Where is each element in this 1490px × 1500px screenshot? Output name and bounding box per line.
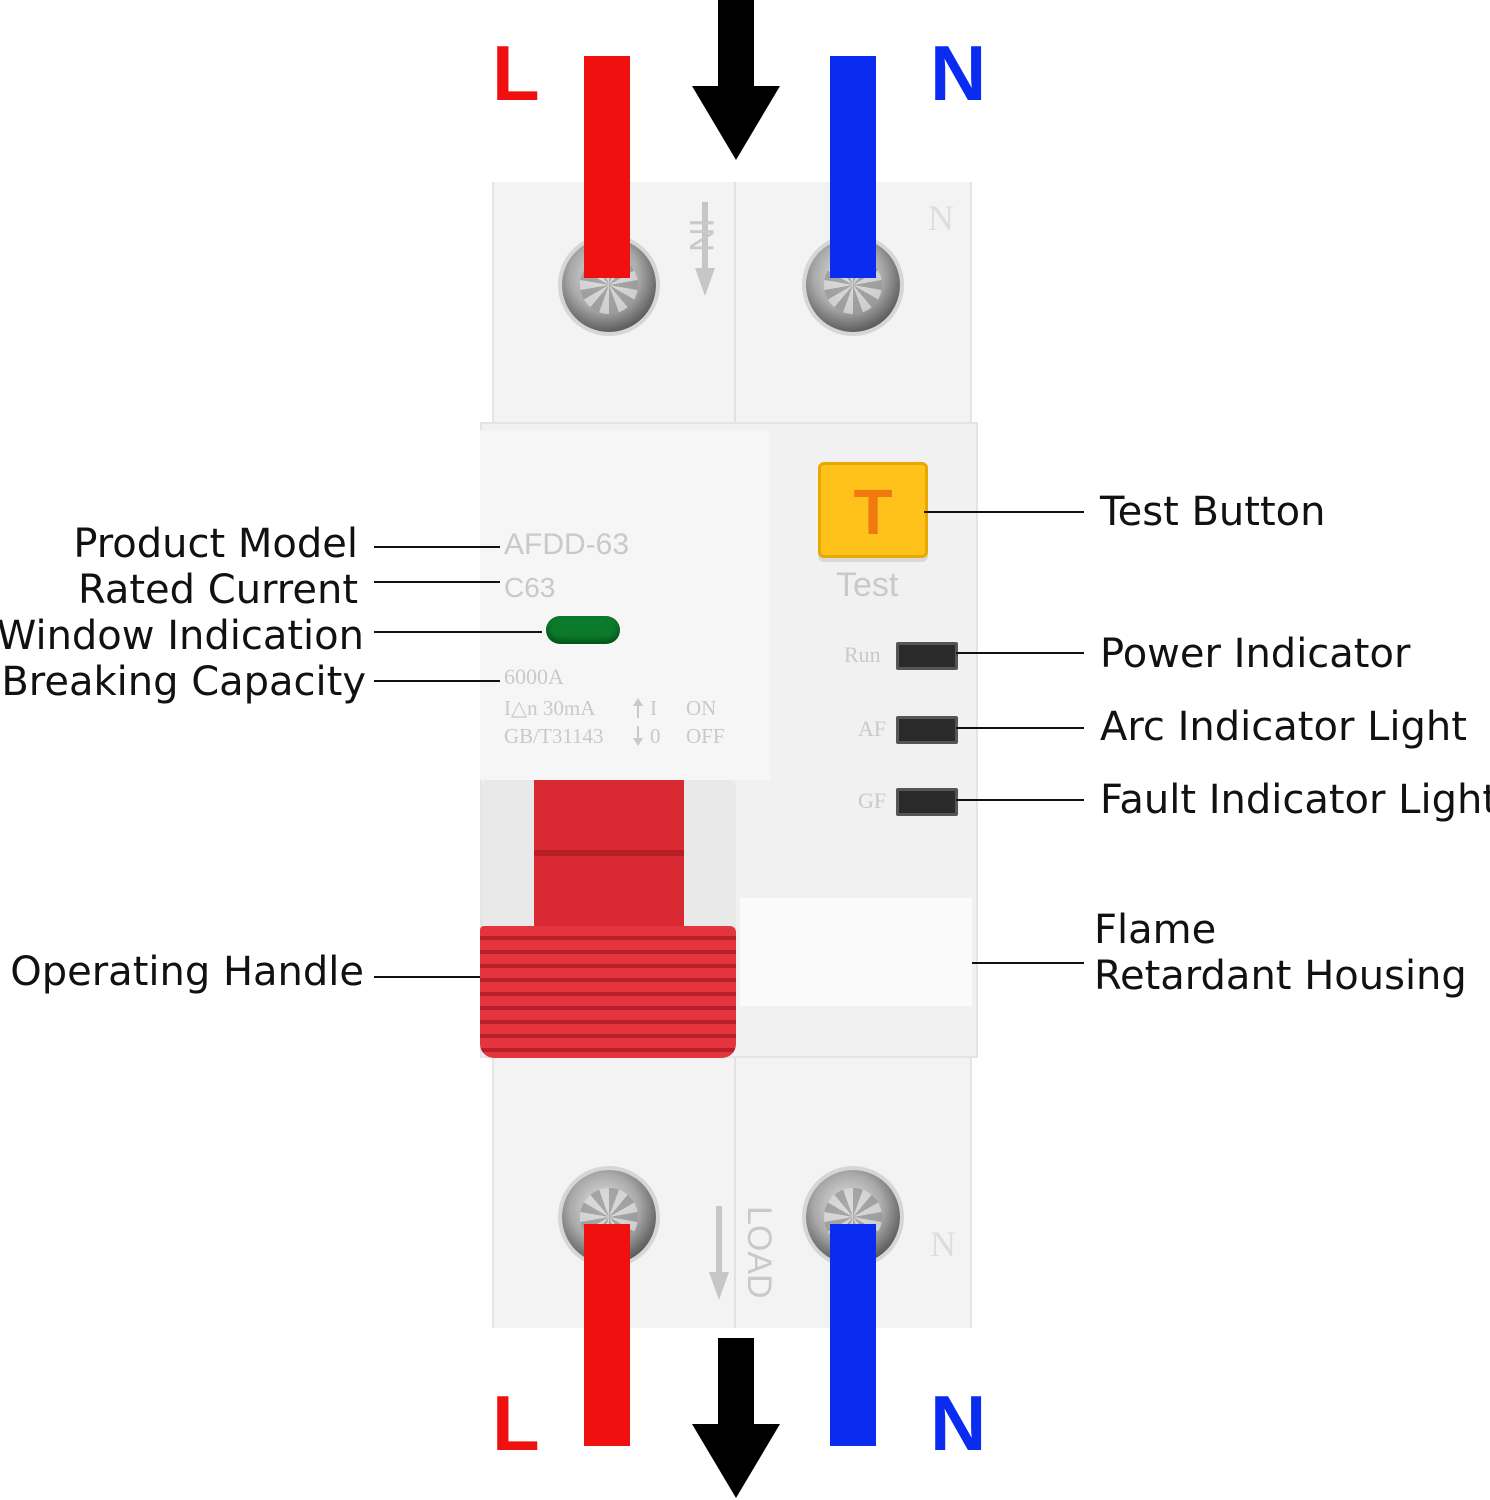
top-terminal-divider [734, 182, 736, 422]
callout-breaking-capacity: Breaking Capacity [1, 659, 366, 705]
spec-line1-a: I△n 30mA [504, 696, 596, 720]
handle-guard-left [482, 780, 538, 940]
leader-arc-indicator [956, 727, 1084, 729]
handle-stem [534, 780, 684, 930]
bottom-terminal-divider [734, 1058, 736, 1328]
callout-window-indication: Window Indication [0, 613, 364, 659]
callout-test-button: Test Button [1100, 489, 1326, 535]
window-indicator [546, 616, 620, 644]
callout-power-indicator: Power Indicator [1100, 631, 1411, 677]
load-label: LOAD [740, 1206, 778, 1299]
terminal-label-top-left: L [492, 29, 540, 117]
in-label: IN [682, 218, 720, 252]
n-mark-bottom: N [930, 1224, 956, 1264]
callout-fault-indicator: Fault Indicator Light [1100, 777, 1490, 823]
front-panel [480, 430, 770, 780]
gf-text: GF [858, 788, 887, 813]
test-text: Test [836, 566, 899, 604]
run-text: Run [844, 642, 881, 667]
leader-product-model [374, 546, 500, 548]
callout-flame-line1: Flame [1094, 907, 1217, 953]
callout-arc-indicator: Arc Indicator Light [1100, 704, 1467, 750]
bottom-terminal-block [492, 1058, 972, 1328]
fault-indicator-light [896, 788, 958, 816]
handle-guard-right [680, 780, 736, 940]
leader-window-indication [374, 631, 542, 633]
live-wire-in [584, 56, 630, 278]
leader-breaking-capacity [374, 680, 500, 682]
leader-flame-housing [972, 962, 1084, 964]
callout-product-model: Product Model [73, 521, 358, 567]
callout-operating-handle: Operating Handle [10, 949, 364, 995]
leader-test-button [924, 511, 1084, 513]
leader-fault-indicator [956, 799, 1084, 801]
spec-line2-a: GB/T31143 [504, 724, 604, 748]
terminal-label-bottom-right: N [930, 1379, 987, 1467]
spec-line2-c: OFF [686, 724, 725, 748]
housing-patch [740, 898, 972, 1006]
handle-grip [480, 926, 736, 1058]
terminal-label-top-right: N [930, 29, 987, 117]
load-arrow-icon [709, 1206, 729, 1300]
leader-power-indicator [956, 652, 1084, 654]
arrow-down-in-icon [692, 0, 780, 160]
neutral-wire-in [830, 56, 876, 278]
spec-line1-c: ON [686, 696, 717, 720]
power-indicator-light [896, 642, 958, 670]
terminal-label-bottom-left: L [492, 1379, 540, 1467]
test-button-key: T [853, 476, 893, 548]
spec-line1-b: I [650, 696, 657, 720]
callout-flame-line2: Retardant Housing [1094, 953, 1467, 999]
rating-text: C63 [504, 572, 556, 603]
leader-rated-current [374, 581, 500, 583]
in-arrow-icon [695, 202, 715, 296]
product-model-text: AFDD-63 [504, 528, 630, 561]
top-terminal-block [492, 182, 972, 422]
arrow-down-out-icon [692, 1338, 780, 1498]
leader-operating-handle [374, 976, 480, 978]
spec-line2-b: 0 [650, 724, 661, 748]
test-button[interactable]: T [818, 462, 928, 558]
live-wire-out [584, 1224, 630, 1446]
callout-rated-current: Rated Current [77, 567, 358, 613]
neutral-wire-out [830, 1224, 876, 1446]
breaking-capacity-text: 6000A [504, 664, 564, 689]
on-off-arrows-icon [633, 698, 643, 746]
n-mark-top: N [928, 198, 954, 238]
af-text: AF [858, 716, 887, 741]
arc-indicator-light [896, 716, 958, 744]
